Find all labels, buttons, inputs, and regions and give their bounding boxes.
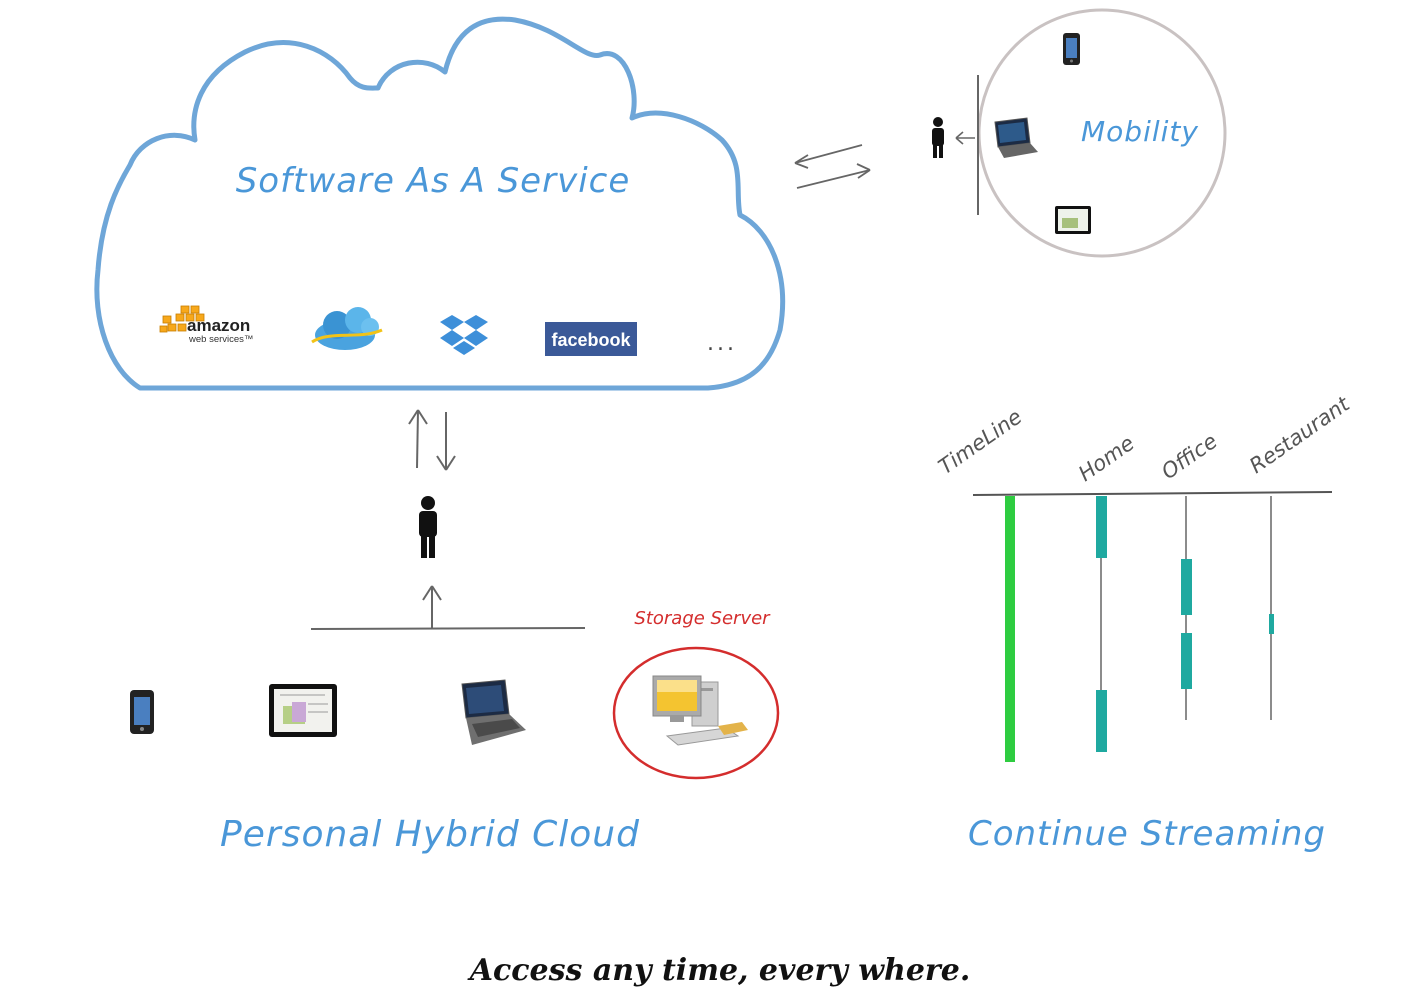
hybrid-title: Personal Hybrid Cloud: [220, 814, 640, 855]
tablet-icon: [1055, 206, 1091, 234]
person-icon: [932, 117, 944, 158]
facebook-logo: facebook: [545, 322, 637, 356]
col-label-home: Home: [1074, 431, 1139, 486]
streaming-title: Continue Streaming: [968, 814, 1326, 854]
timeline-bar: [1005, 496, 1015, 762]
amazon-logo-text: amazon: [187, 316, 250, 335]
phone-icon: [1063, 33, 1080, 65]
storage-server-label: Storage Server: [634, 608, 771, 629]
office-segment-2: [1181, 633, 1192, 689]
mobility-group: Mobility: [932, 8, 1227, 258]
saas-cloud: Software As A Service amazon web service…: [94, 16, 786, 391]
mobility-arrow: [955, 131, 975, 145]
streaming-chart: TimeLine Home Office Restaurant: [934, 392, 1354, 762]
home-segment-2: [1096, 690, 1107, 752]
aws-logo-subtext: web services™: [188, 334, 253, 345]
col-label-office: Office: [1157, 429, 1222, 484]
hybrid-phone-icon: [130, 690, 154, 734]
tagline: Access any time, every where.: [467, 953, 971, 988]
desktop-computer-icon: [652, 675, 748, 746]
hybrid-bus-line: [310, 627, 586, 630]
hybrid-uplink-arrow: [422, 585, 442, 629]
timeline-axis: [972, 491, 1333, 496]
user-person-icon: [419, 496, 437, 558]
col-label-timeline: TimeLine: [934, 404, 1026, 479]
onedrive-cloud-logo: [311, 307, 383, 350]
facebook-logo-text: facebook: [551, 330, 631, 350]
hybrid-laptop-icon: [461, 679, 526, 745]
mobility-title: Mobility: [1081, 115, 1199, 148]
col-label-restaurant: Restaurant: [1245, 392, 1354, 479]
saas-title: Software As A Service: [236, 161, 631, 201]
cloud-user-arrows: [408, 409, 456, 471]
laptop-icon: [994, 117, 1038, 158]
hybrid-tablet-icon: [269, 684, 337, 737]
office-segment-1: [1181, 559, 1192, 615]
more-providers-ellipsis: ...: [707, 331, 737, 356]
home-segment-1: [1096, 496, 1107, 558]
amazon-web-services-logo: amazon web services™: [159, 305, 253, 345]
cloud-outline: [94, 16, 786, 391]
restaurant-segment: [1269, 614, 1274, 634]
sync-arrows: [794, 144, 871, 189]
storage-server-highlight: [612, 646, 780, 780]
dropbox-logo: [440, 315, 488, 355]
